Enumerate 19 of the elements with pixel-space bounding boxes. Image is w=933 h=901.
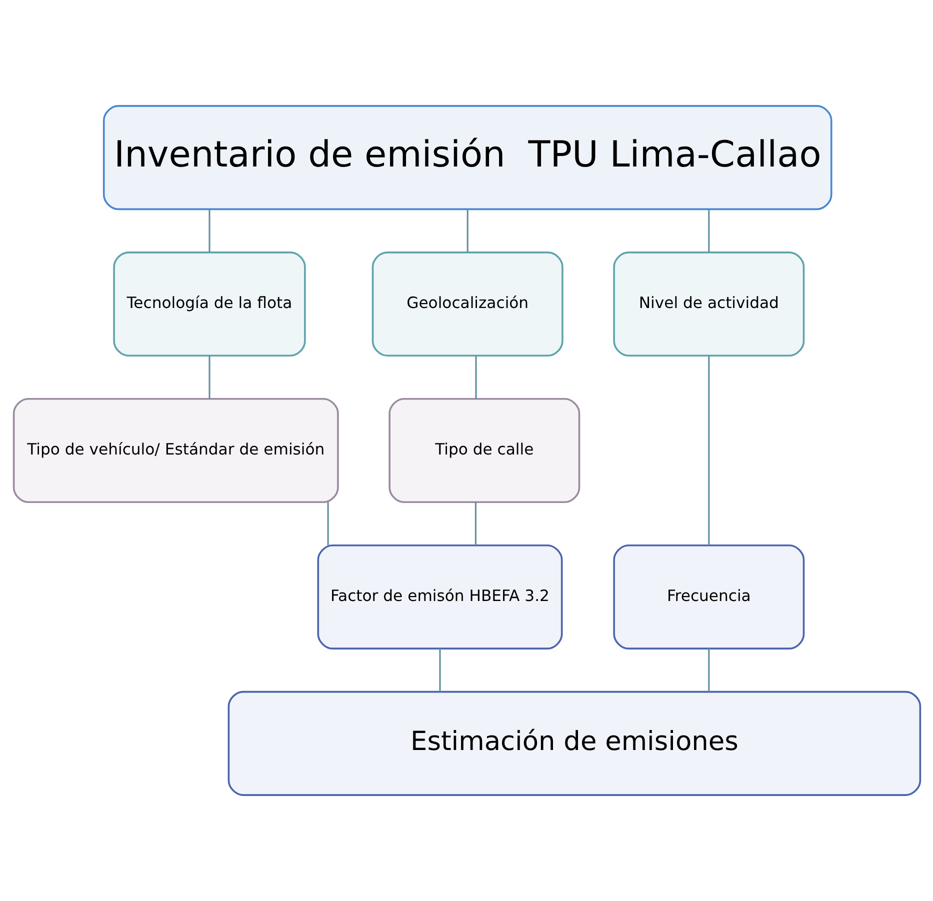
connector — [208, 356, 210, 399]
node-box: Factor de emisón HBEFA 3.2 — [316, 544, 562, 650]
node-box: Tecnología de la flota — [112, 252, 306, 357]
node-box: Estimación de emisiones — [227, 690, 921, 796]
connector — [708, 648, 710, 692]
node-box: Frecuencia — [612, 544, 804, 650]
connector — [208, 209, 210, 252]
node-box: Tipo de calle — [388, 398, 580, 504]
connector — [438, 648, 440, 692]
connector — [474, 502, 476, 546]
node-box: Inventario de emisión TPU Lima-Callao — [102, 105, 832, 210]
node-box: Nivel de actividad — [612, 252, 804, 357]
connector — [466, 209, 468, 252]
connector — [708, 209, 710, 252]
connector — [708, 356, 710, 546]
node-box: Geolocalización — [371, 252, 563, 357]
connector — [326, 502, 328, 546]
connector — [474, 356, 476, 399]
node-box: Tipo de vehículo/ Estándar de emisión — [12, 398, 338, 504]
